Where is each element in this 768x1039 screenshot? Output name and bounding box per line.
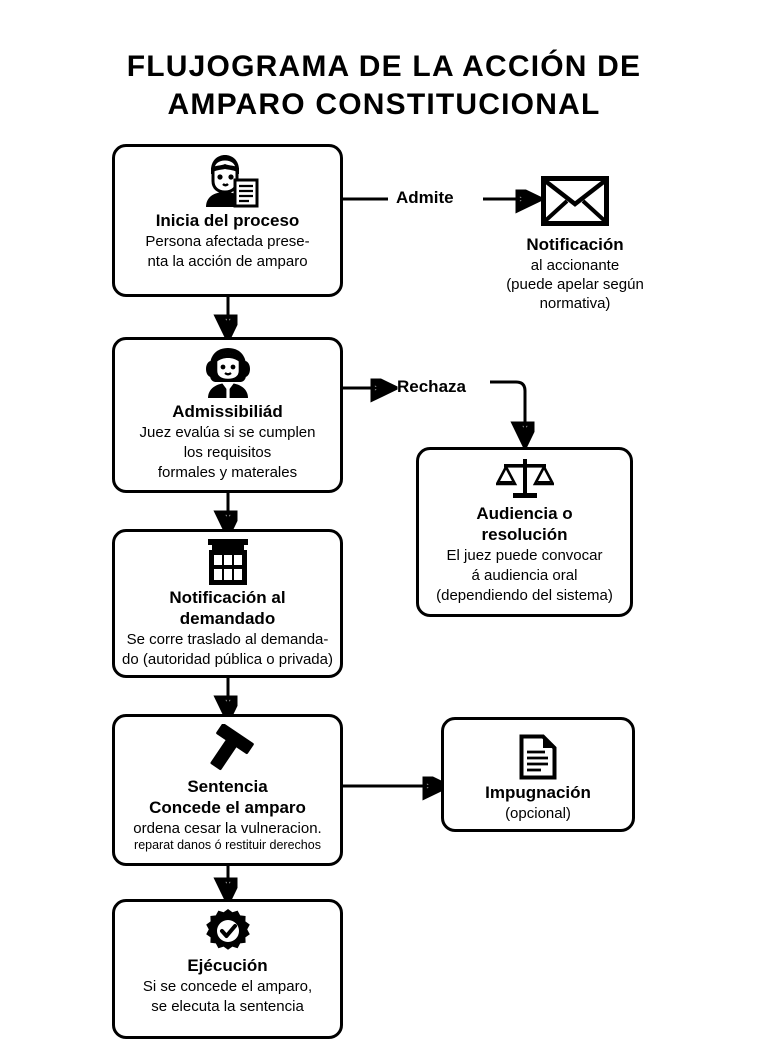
node-line-2: (puede apelar según <box>506 276 644 293</box>
node-notificacion-accionante[interactable]: Notificación al accionante (puede apelar… <box>450 176 700 313</box>
node-heading: Inicia del proceso <box>155 211 300 230</box>
node-heading: Notificación <box>526 235 624 254</box>
node-line-1: Se corre traslado al demanda- <box>126 631 329 648</box>
person-with-document-icon <box>121 154 334 208</box>
node-line-1: Si se concede el amparo, <box>142 978 313 995</box>
page-title: FLUJOGRAMA DE LA ACCIÓN DE AMPARO CONSTI… <box>0 48 768 124</box>
node-heading-line-1: Notificación al <box>169 588 286 607</box>
node-fine-print: reparat danos ó restituir derechos <box>134 838 321 852</box>
judge-icon <box>121 347 334 399</box>
node-line-1: (opcional) <box>505 805 571 822</box>
node-inicia-del-proceso[interactable]: Inicia del proceso Persona afectada pres… <box>112 144 343 297</box>
node-heading: Impugnación <box>485 783 591 802</box>
node-line-1: Persona afectada prese- <box>145 233 310 250</box>
node-line-3: normativa) <box>539 295 611 312</box>
edge-label-admite: Admite <box>396 188 454 207</box>
node-admissibiliad[interactable]: Admissibiliád Juez evalúa si se cumplen … <box>112 337 343 493</box>
node-audiencia-o-resolucion[interactable]: Audiencia o resolución El juez puede con… <box>416 447 633 617</box>
node-line-2: nta la acción de amparo <box>147 253 308 270</box>
node-line-1: Juez evalúa si se cumplen <box>139 424 316 441</box>
node-heading-line-2: demandado <box>179 609 276 628</box>
node-ejecucion[interactable]: Ejécución Si se concede el amparo, se el… <box>112 899 343 1039</box>
node-line-3: (dependiendo del sistema) <box>436 587 613 604</box>
node-heading-line-2: resolución <box>481 525 568 544</box>
page-title-line-2: AMPARO CONSTITUCIONAL <box>167 88 601 121</box>
edge-label-rechaza: Rechaza <box>397 377 466 396</box>
courthouse-icon <box>121 539 334 585</box>
node-heading-2: Concede el amparo <box>149 798 306 817</box>
gear-check-icon <box>121 909 334 953</box>
page-title-line-1: FLUJOGRAMA DE LA ACCIÓN DE <box>126 50 642 83</box>
node-impugnacion[interactable]: Impugnación (opcional) <box>441 717 635 832</box>
node-sentencia[interactable]: Sentencia Concede el amparo ordena cesar… <box>112 714 343 866</box>
node-line-1: al accionante <box>530 257 620 274</box>
node-notificacion-al-demandado[interactable]: Notificación al demandado Se corre trasl… <box>112 529 343 678</box>
node-heading: Admissibiliád <box>172 402 283 421</box>
node-line-2: do (autoridad pública o privada) <box>122 651 333 668</box>
node-line-2: los requisitos <box>183 444 272 461</box>
envelope-icon <box>541 176 609 230</box>
node-line-1: El juez puede convocar <box>446 547 603 564</box>
node-heading-line-1: Audiencia o <box>476 504 573 523</box>
scales-of-justice-icon <box>425 457 624 501</box>
node-line-2: se elecuta la sentencia <box>151 998 304 1015</box>
node-line-1: ordena cesar la vulneracion. <box>133 820 322 837</box>
gavel-icon <box>121 723 334 774</box>
document-icon <box>450 734 626 780</box>
node-line-2: á audiencia oral <box>471 567 578 584</box>
node-heading: Ejécución <box>187 956 268 975</box>
edge-rechaza-to-audiencia <box>490 380 525 440</box>
node-heading: Sentencia <box>187 777 268 796</box>
node-line-3: formales y materales <box>157 464 298 481</box>
